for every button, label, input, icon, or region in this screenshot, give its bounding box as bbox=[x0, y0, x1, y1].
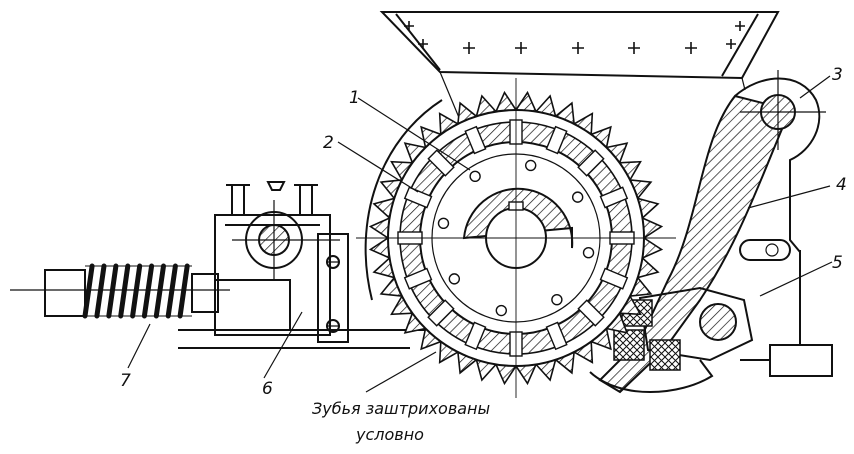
clamp-bolt bbox=[403, 267, 433, 290]
hub-bolt bbox=[525, 159, 537, 172]
clamp-bolt bbox=[599, 267, 629, 290]
housing-arc bbox=[364, 99, 443, 301]
callout-2: 2 bbox=[323, 133, 334, 153]
teeth-note: Зубья заштрихованы условно bbox=[312, 399, 490, 444]
bearing-housing bbox=[214, 181, 340, 336]
hopper-cross-marks bbox=[404, 21, 745, 54]
roll-centerlines bbox=[356, 78, 676, 398]
clamp-bolt bbox=[403, 186, 433, 209]
callout-1: 1 bbox=[349, 88, 360, 108]
hub-bolt bbox=[448, 273, 461, 285]
callout-5: 5 bbox=[832, 253, 843, 273]
pivot-shaft bbox=[740, 70, 826, 150]
toggle-block bbox=[589, 286, 754, 393]
spring-coils bbox=[82, 263, 190, 319]
note-line-2: условно bbox=[355, 425, 424, 444]
callout-4: 4 bbox=[836, 175, 847, 195]
spring-outline bbox=[85, 265, 192, 317]
callout-7: 7 bbox=[120, 371, 131, 391]
clamp-bolt bbox=[545, 125, 568, 155]
leader-lines bbox=[127, 75, 833, 393]
spring-assembly bbox=[10, 263, 230, 319]
callout-3: 3 bbox=[832, 65, 843, 85]
crushing-roll bbox=[356, 78, 676, 398]
hub-bolt bbox=[437, 217, 450, 229]
jaw-plate bbox=[598, 77, 821, 394]
note-line-1: Зубья заштрихованы bbox=[312, 399, 490, 418]
hub-bolt bbox=[469, 170, 481, 183]
callout-labels: 1 2 3 4 5 6 7 bbox=[120, 65, 847, 399]
clamp-bolt bbox=[464, 321, 487, 351]
hub-bolt bbox=[551, 293, 563, 306]
flange-plate bbox=[317, 233, 349, 343]
clamp-bolt bbox=[464, 125, 487, 155]
clamp-bolt bbox=[599, 186, 629, 209]
clamp-bolt bbox=[427, 149, 455, 177]
clamp-bolt bbox=[577, 299, 605, 327]
clamp-bolt bbox=[427, 299, 455, 327]
coil-spring bbox=[82, 263, 192, 319]
hopper bbox=[379, 11, 780, 121]
clamp-bolt bbox=[577, 149, 605, 177]
clamp-bolt bbox=[545, 321, 568, 351]
hub-bolt bbox=[571, 191, 584, 203]
callout-6: 6 bbox=[262, 379, 273, 399]
hub-bolt bbox=[582, 247, 595, 259]
hub-bolt bbox=[495, 304, 507, 317]
